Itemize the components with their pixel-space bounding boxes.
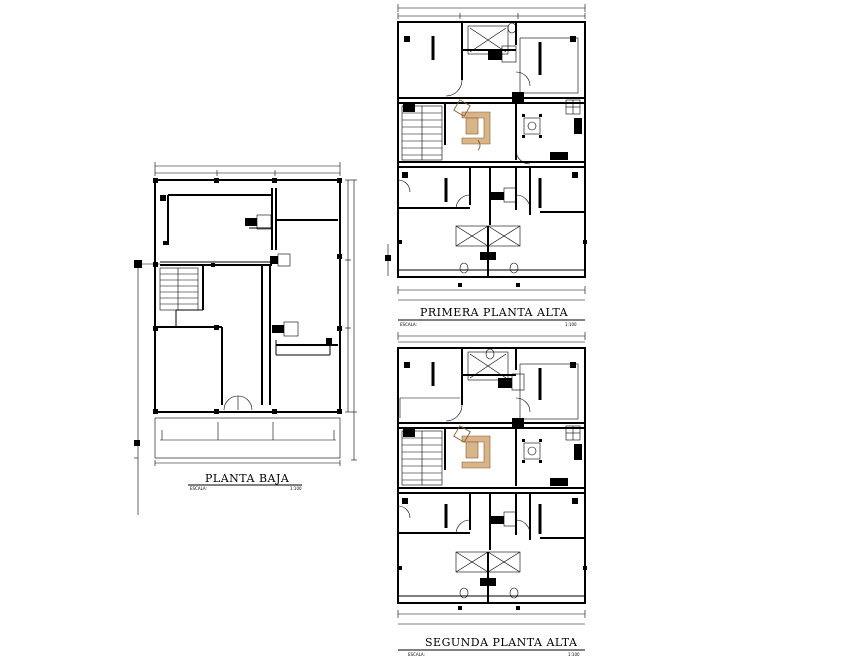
ground-floor-scale-value: 1:100 xyxy=(290,486,302,491)
second-floor-title: SEGUNDA PLANTA ALTA xyxy=(425,636,578,649)
second-floor-plan: SEGUNDA PLANTA ALTA ESCALA: 1:100 xyxy=(397,332,587,657)
second-floor-sofa xyxy=(453,425,491,469)
second-floor-stairs xyxy=(401,429,443,486)
first-floor-scale-value: 1:100 xyxy=(565,322,577,327)
second-floor-scale-label: ESCALA: xyxy=(408,652,425,657)
first-floor-title: PRIMERA PLANTA ALTA xyxy=(420,306,569,319)
first-floor-plan: PRIMERA PLANTA ALTA ESCALA: 1:100 xyxy=(385,4,587,327)
ground-floor-plan: PLANTA BAJA ESCALA: 1:100 xyxy=(134,162,357,515)
first-floor-stairs xyxy=(401,104,443,161)
ground-stairs xyxy=(159,267,199,311)
ground-floor-scale-label: ESCALA: xyxy=(190,486,207,491)
first-floor-scale-label: ESCALA: xyxy=(400,322,417,327)
first-floor-sofa xyxy=(453,99,491,151)
ground-floor-title: PLANTA BAJA xyxy=(205,472,290,485)
second-floor-scale-value: 1:100 xyxy=(568,652,580,657)
